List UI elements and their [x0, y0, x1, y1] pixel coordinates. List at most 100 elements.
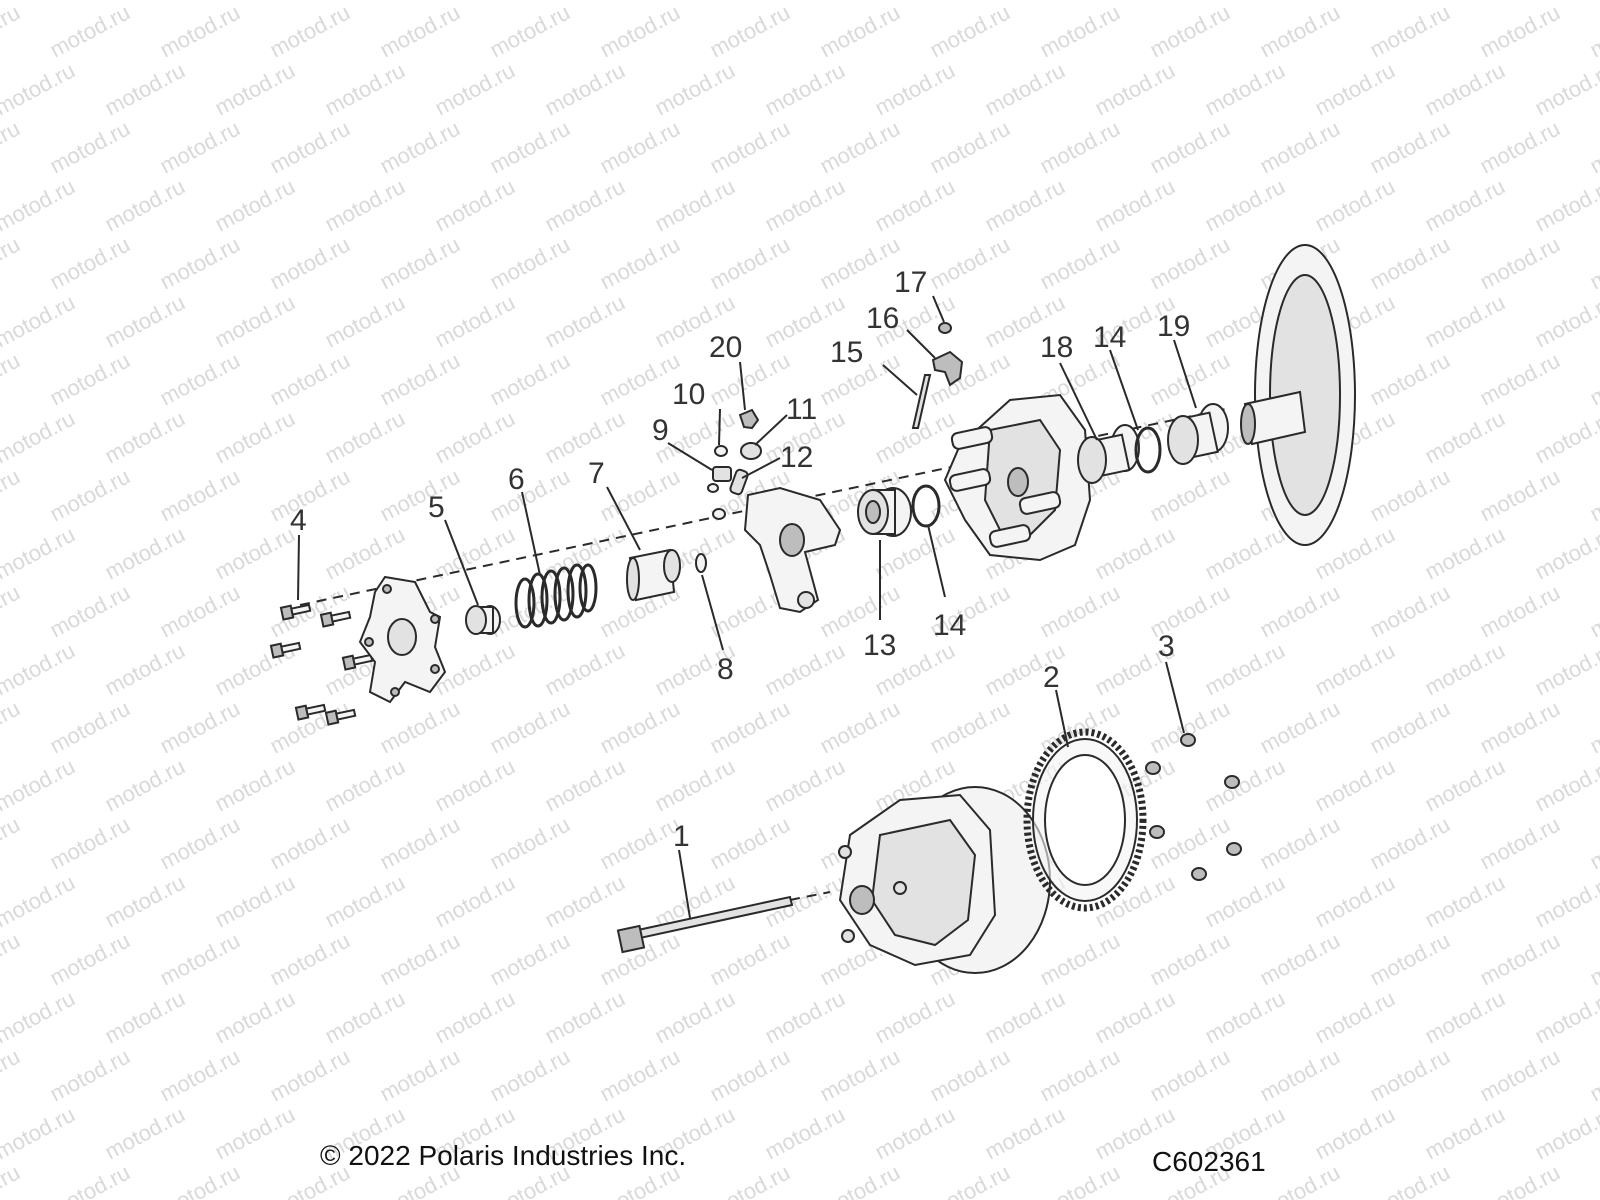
watermark-text: motod.ru [211, 174, 299, 237]
oring-14-lower [911, 484, 941, 528]
watermark-text: motod.ru [156, 464, 244, 527]
watermark-text: motod.ru [46, 348, 134, 411]
watermark-text: motod.ru [871, 1102, 959, 1165]
watermark-text: motod.ru [1586, 116, 1600, 179]
watermark-text: motod.ru [1201, 870, 1289, 933]
callout-labels: 4 5 6 7 8 9 10 11 12 20 13 14 15 16 17 1… [290, 266, 1190, 853]
watermark-text: motod.ru [46, 696, 134, 759]
watermark-text: motod.ru [1476, 348, 1564, 411]
watermark-text: motod.ru [871, 174, 959, 237]
watermark-text: motod.ru [926, 1160, 1014, 1200]
watermark-text: motod.ru [101, 754, 189, 817]
watermark-text: motod.ru [1586, 580, 1600, 643]
watermark-text: motod.ru [1476, 1160, 1564, 1200]
watermark-text: motod.ru [0, 1160, 24, 1200]
callout-4: 4 [290, 504, 307, 537]
watermark-text: motod.ru [596, 116, 684, 179]
watermark-text: motod.ru [1586, 348, 1600, 411]
callout-5: 5 [428, 491, 445, 524]
oring-8 [695, 553, 707, 573]
watermark-text: motod.ru [376, 116, 464, 179]
watermark-text: motod.ru [1311, 986, 1399, 1049]
watermark-text: motod.ru [761, 58, 849, 121]
watermark-text: motod.ru [431, 174, 519, 237]
watermark-text: motod.ru [1146, 116, 1234, 179]
watermark-text: motod.ru [596, 464, 684, 527]
watermark-text: motod.ru [0, 290, 79, 353]
watermark-text: motod.ru [1421, 290, 1509, 353]
watermark-text: motod.ru [0, 870, 79, 933]
watermark-text: motod.ru [156, 232, 244, 295]
watermark-text: motod.ru [376, 348, 464, 411]
watermark-text: motod.ru [0, 174, 79, 237]
watermark-text: motod.ru [706, 0, 794, 62]
watermark-text: motod.ru [1586, 1160, 1600, 1200]
watermark-text: motod.ru [596, 0, 684, 62]
watermark-text: motod.ru [816, 1160, 904, 1200]
watermark-text: motod.ru [926, 696, 1014, 759]
watermark-text: motod.ru [1201, 638, 1289, 701]
watermark-text: motod.ru [266, 812, 354, 875]
watermark-text: motod.ru [1586, 232, 1600, 295]
watermark-text: motod.ru [1256, 1044, 1344, 1107]
callout-2: 2 [1043, 661, 1060, 694]
watermark-text: motod.ru [1036, 1044, 1124, 1107]
watermark-text: motod.ru [211, 290, 299, 353]
watermark-text: motod.ru [1366, 116, 1454, 179]
watermark-text: motod.ru [1531, 58, 1600, 121]
watermark-text: motod.ru [431, 406, 519, 469]
callout-19: 19 [1157, 310, 1190, 343]
watermark-text: motod.ru [266, 1044, 354, 1107]
leader-lines-upper [297, 295, 1197, 651]
watermark-text: motod.ru [596, 232, 684, 295]
watermark-text: motod.ru [1256, 1160, 1344, 1200]
watermark-text: motod.ru [1256, 696, 1344, 759]
watermark-text: motod.ru [1531, 0, 1600, 4]
callout-18: 18 [1040, 331, 1073, 364]
watermark-text: motod.ru [1586, 812, 1600, 875]
watermark-text: motod.ru [0, 464, 24, 527]
watermark-text: motod.ru [486, 812, 574, 875]
figure-code: C602361 [1152, 1146, 1266, 1177]
callout-9: 9 [652, 414, 669, 447]
watermark-text: motod.ru [266, 0, 354, 62]
watermark-text: motod.ru [596, 696, 684, 759]
watermark-text: motod.ru [1146, 696, 1234, 759]
callout-20: 20 [709, 331, 742, 364]
watermark-text: motod.ru [486, 928, 574, 991]
watermark-text: motod.ru [211, 1102, 299, 1165]
watermark-text: motod.ru [101, 1102, 189, 1165]
watermark-text: motod.ru [1366, 464, 1454, 527]
watermark-text: motod.ru [1256, 580, 1344, 643]
watermark-text: motod.ru [1476, 580, 1564, 643]
watermark-text: motod.ru [1531, 986, 1600, 1049]
watermark-text: motod.ru [871, 58, 959, 121]
watermark-text: motod.ru [596, 348, 684, 411]
watermark-text: motod.ru [761, 986, 849, 1049]
watermark-text: motod.ru [1531, 638, 1600, 701]
watermark-text: motod.ru [266, 464, 354, 527]
watermark-text: motod.ru [1201, 522, 1289, 585]
assembly-axis [299, 407, 1231, 606]
watermark-text: motod.ru [926, 116, 1014, 179]
watermark-text: motod.ru [596, 1044, 684, 1107]
callout-3: 3 [1158, 630, 1175, 663]
watermark-text: motod.ru [981, 986, 1069, 1049]
watermark-text: motod.ru [761, 638, 849, 701]
watermark-text: motod.ru [1421, 1102, 1509, 1165]
watermark-text: motod.ru [211, 754, 299, 817]
watermark-text: motod.ru [926, 1044, 1014, 1107]
watermark-text: motod.ru [156, 348, 244, 411]
watermark-text: motod.ru [1146, 812, 1234, 875]
watermark-text: motod.ru [0, 696, 24, 759]
watermark-text: motod.ru [0, 232, 24, 295]
watermark-text: motod.ru [541, 290, 629, 353]
watermark-text: motod.ru [1531, 290, 1600, 353]
watermark-text: motod.ru [321, 406, 409, 469]
watermark-text: motod.ru [321, 522, 409, 585]
watermark-text: motod.ru [101, 870, 189, 933]
watermark-text: motod.ru [981, 1102, 1069, 1165]
watermark-text: motod.ru [541, 638, 629, 701]
watermark-text: motod.ru [706, 812, 794, 875]
